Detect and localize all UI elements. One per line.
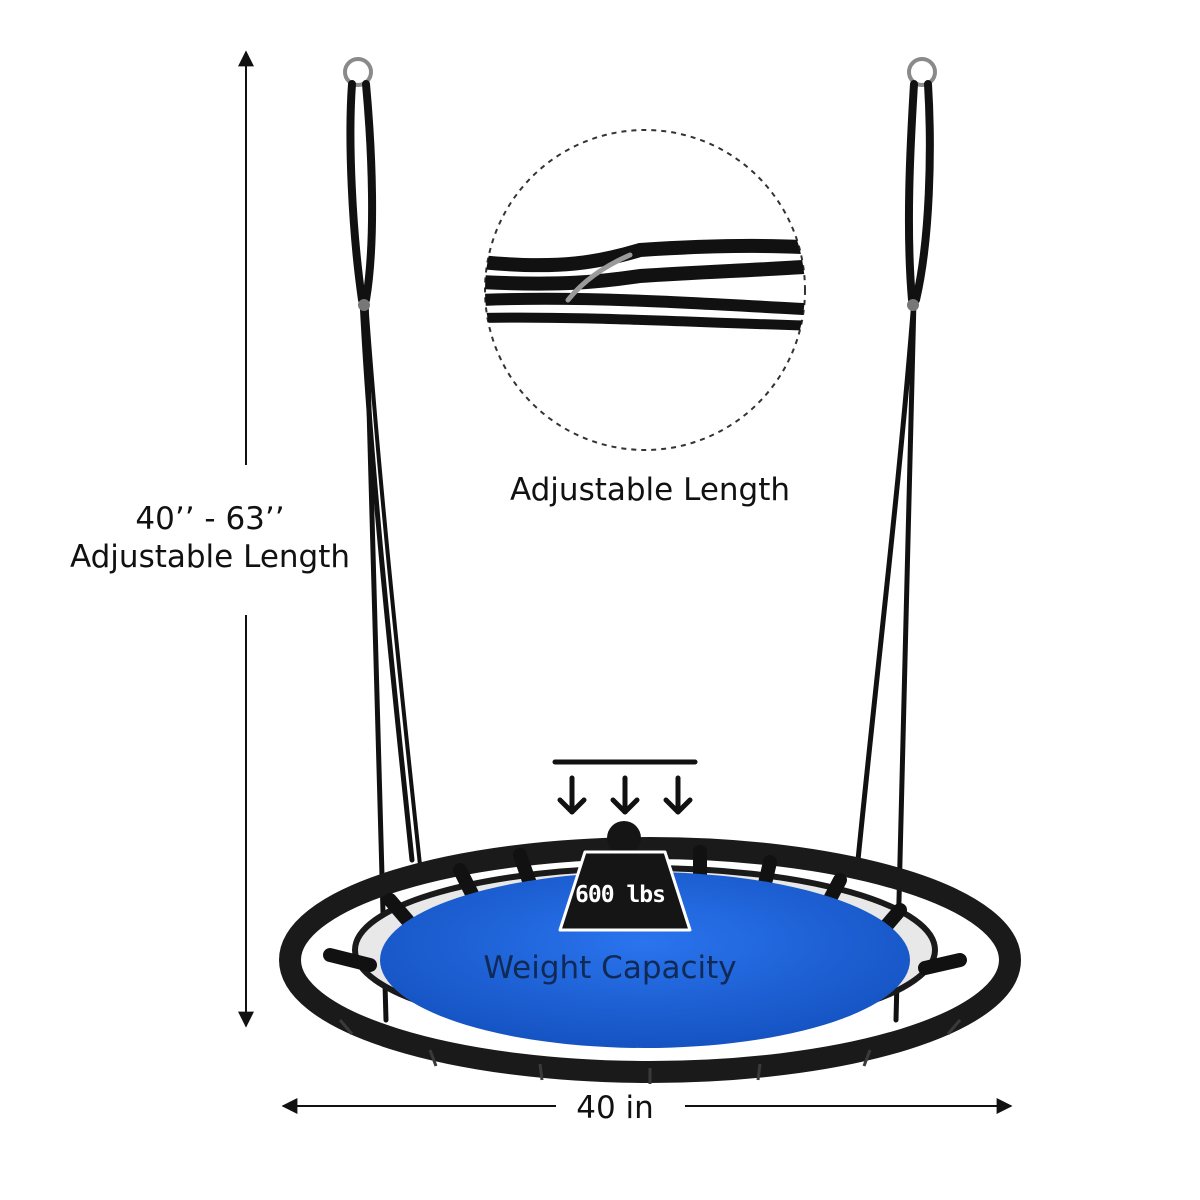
height-range-value: 40’’ - 63’’ [135,501,285,537]
weight-capacity-caption: Weight Capacity [483,950,737,986]
weight-value-label: 600 lbs [575,882,666,908]
height-range-caption: Adjustable Length [69,539,351,575]
left-rope [346,80,422,1023]
right-rope [855,80,934,1023]
ring-hook-icon [343,57,937,87]
rope-detail-circle [484,129,806,451]
down-arrow-icon [552,759,698,815]
width-label: 40 in [560,1090,670,1126]
height-range-label: 40’’ - 63’’ Adjustable Length [60,500,360,576]
rope-detail-caption: Adjustable Length [509,472,791,508]
weight-icon [558,821,692,932]
swing-seat [279,837,1021,1084]
s-hook-icon [565,252,633,303]
